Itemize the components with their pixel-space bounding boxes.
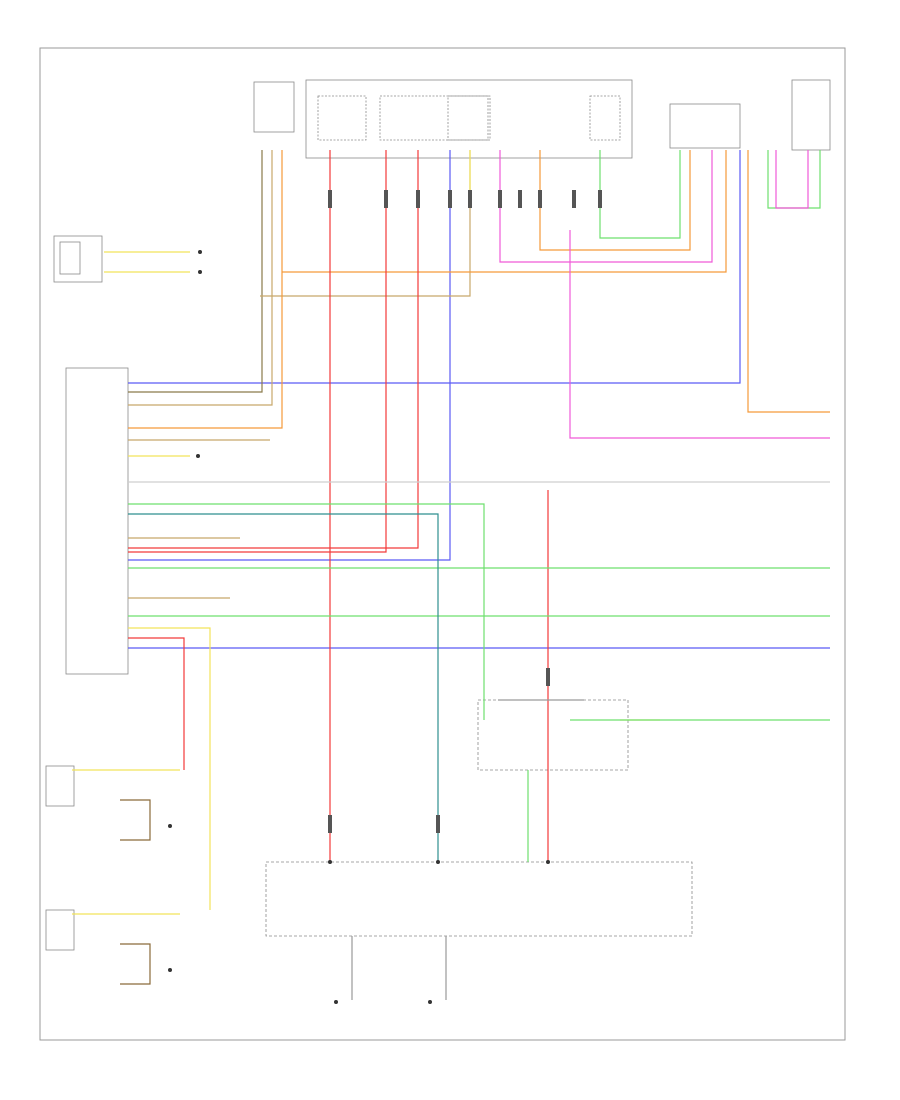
bottom-module-bus [265,861,693,937]
headlamp-unit-lower [45,909,75,951]
headlamp-unit-upper [45,765,75,807]
connector-pins [328,190,602,833]
sensor-box-top-right [791,79,831,151]
component-box-a [253,81,295,133]
ground-point [328,860,332,864]
wire-red-5 [128,637,185,770]
ground-point [168,968,172,972]
pin [436,815,440,833]
pin [468,190,472,208]
switch-module-left-inner [59,241,81,275]
top-components [253,79,831,159]
pin [448,190,452,208]
wire-red-2 [128,150,387,553]
fuse-box-inner-3 [447,95,489,141]
wire-teal-1 [128,513,439,862]
wire-yellow-4 [128,627,211,910]
switch-module-left [53,235,103,283]
pin [498,190,502,208]
wire-tan-2 [128,150,273,406]
ground-point [436,860,440,864]
pin [328,815,332,833]
page-frame [39,47,846,1041]
pin [546,668,550,686]
ground-point [196,454,200,458]
ground-point [168,824,172,828]
pin [416,190,420,208]
wire-orange-1 [128,150,283,429]
ground-point [546,860,550,864]
wire-green-3 [128,503,485,720]
wire-tan-6 [260,150,471,297]
ground-point [428,1000,432,1004]
pin [384,190,388,208]
fuse-box-main [305,79,633,159]
control-module-main [65,367,129,675]
fuse-box-inner-4 [589,95,621,141]
right-lamp-assembly [477,699,629,771]
ground-point [198,270,202,274]
fuse-box-inner-2 [379,95,491,141]
wire-blue-1 [128,150,741,384]
wire-orange-2 [282,150,727,273]
wire-brown-1 [120,799,151,841]
wire-orange-3 [539,150,691,251]
wire-red-1 [128,150,419,549]
left-components [45,235,693,951]
wire-orange-4 [747,150,830,413]
wire-blue-2 [128,150,451,561]
ground-points [168,250,550,1004]
ground-point [198,250,202,254]
pin [518,190,522,208]
wire-harness [72,150,830,1000]
pin [598,190,602,208]
wire-tan-1 [128,150,263,393]
fuse-box-inner-1 [317,95,367,141]
wire-pink-3 [775,150,809,209]
wire-brown-2 [120,943,151,985]
pin [538,190,542,208]
pin [572,190,576,208]
ground-point [334,1000,338,1004]
wire-pink-1 [569,230,830,439]
wire-green-5 [599,150,681,239]
pin [328,190,332,208]
module-box-top-right [669,103,741,149]
